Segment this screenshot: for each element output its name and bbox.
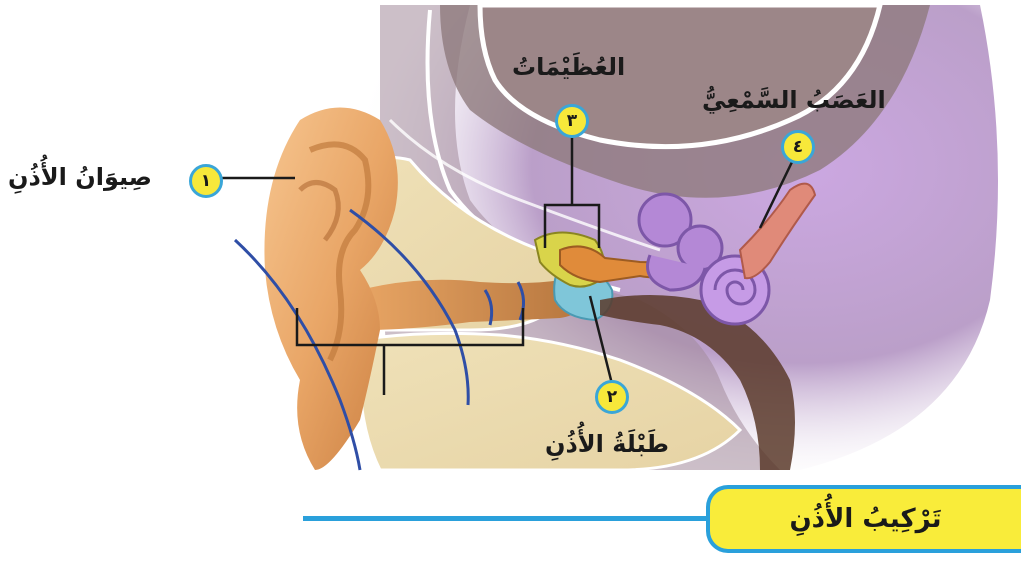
badge-1: ١ [189, 164, 223, 198]
label-pinna: صِيوَانُ الأُذُنِ [8, 163, 152, 191]
title-rule [303, 516, 708, 521]
diagram-title: تَرْكِيبُ الأُذُنِ [789, 504, 941, 534]
title-banner: تَرْكِيبُ الأُذُنِ [706, 485, 1021, 553]
label-ossicles: العُظَيْمَاتُ [512, 53, 625, 81]
badge-2: ٢ [595, 380, 629, 414]
badge-3: ٣ [555, 104, 589, 138]
label-auditory-nerve: العَصَبُ السَّمْعِيُّ [702, 86, 886, 114]
badge-4: ٤ [781, 130, 815, 164]
label-eardrum: طَبْلَةُ الأُذُنِ [545, 430, 669, 458]
